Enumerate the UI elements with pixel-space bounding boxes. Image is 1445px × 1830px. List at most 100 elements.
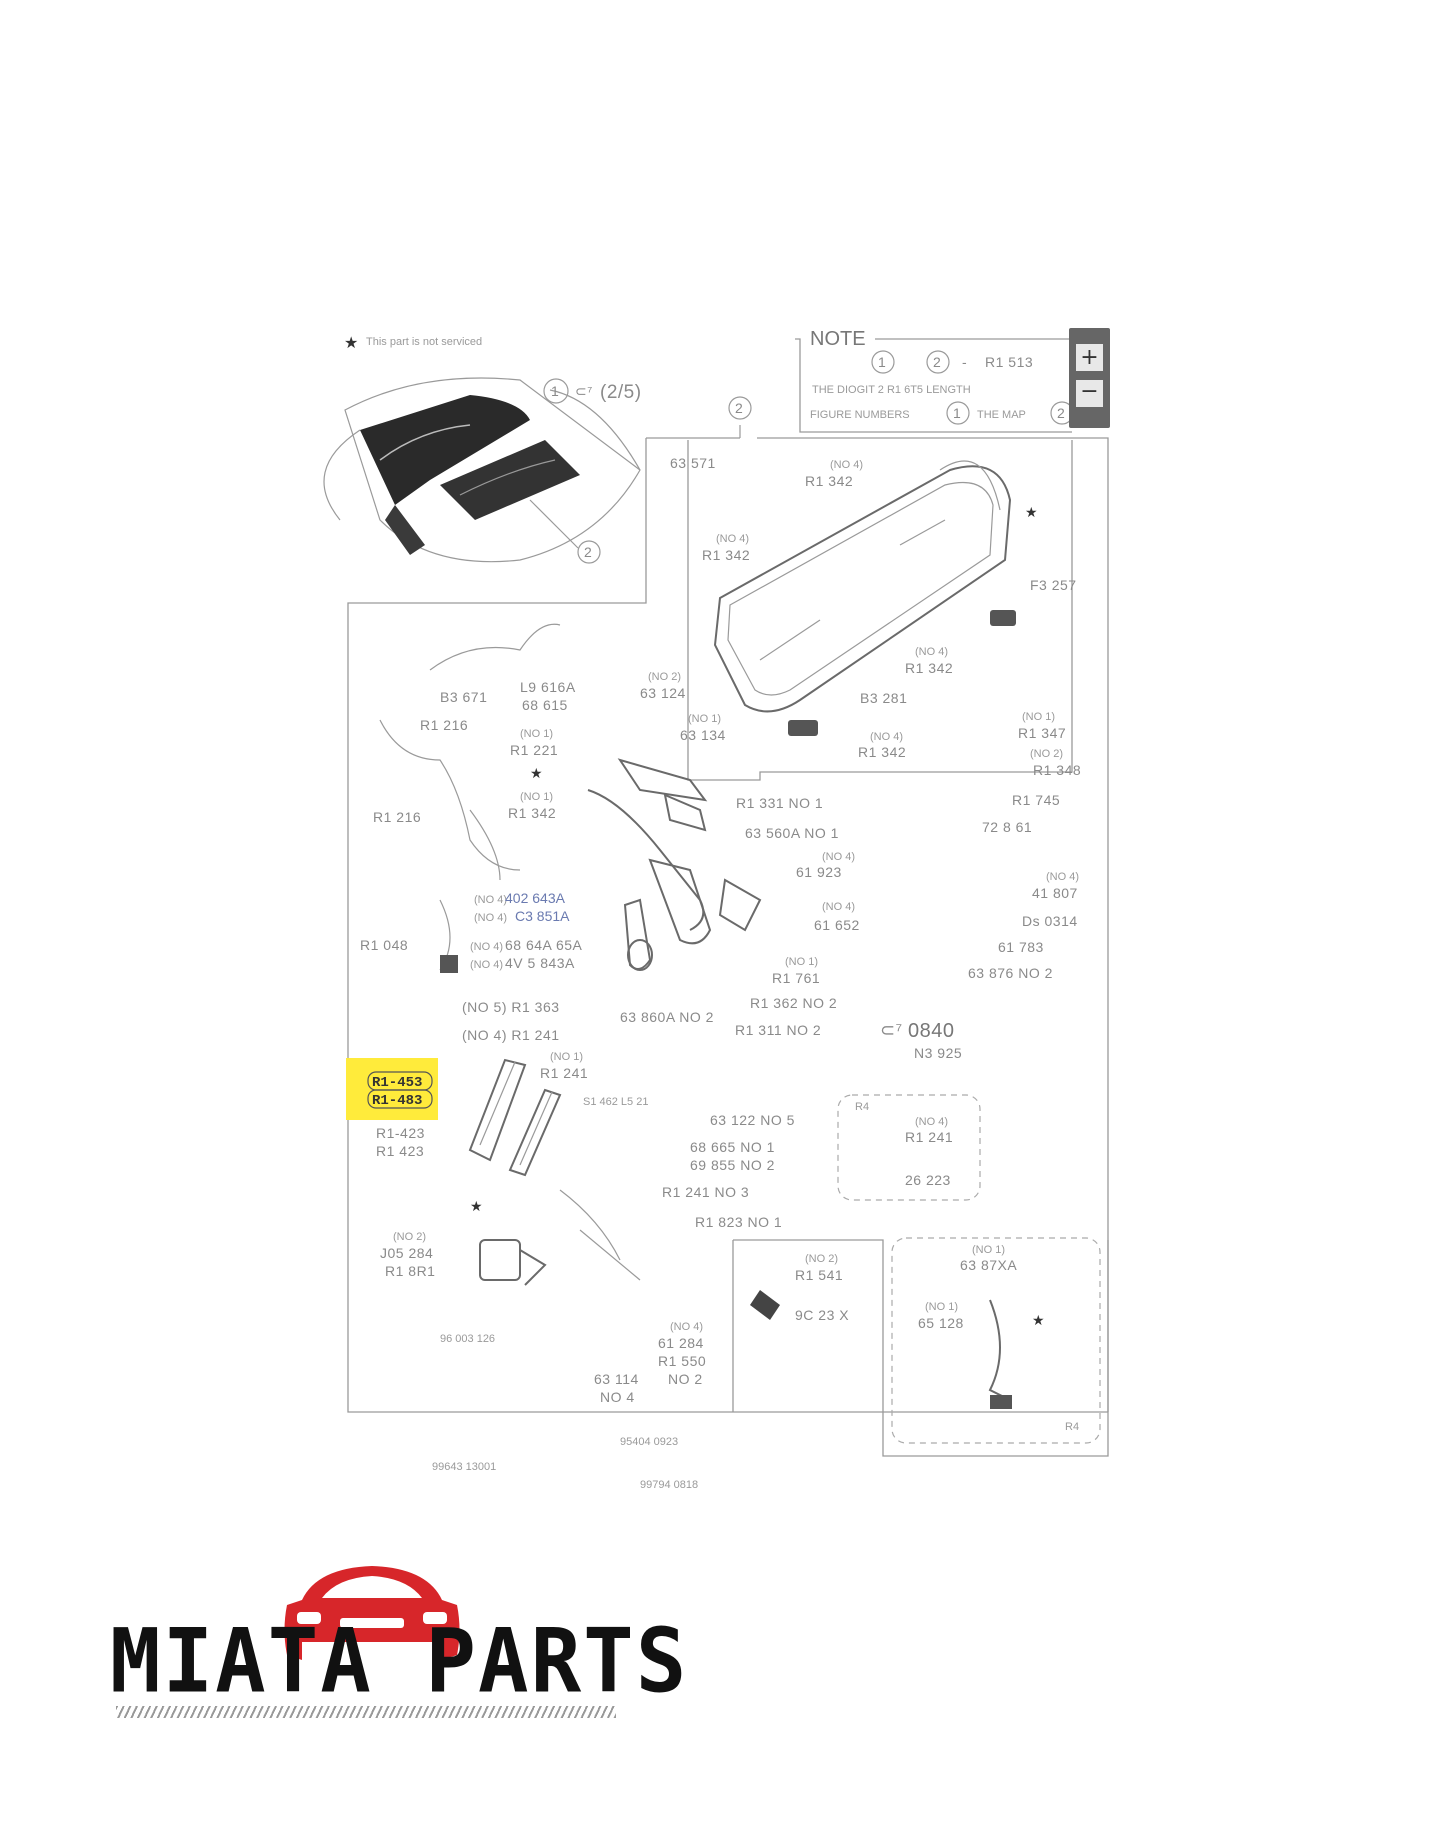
star-icon: ★ <box>530 766 543 782</box>
svg-text:(NO 4): (NO 4) <box>915 646 948 658</box>
svg-text:R4: R4 <box>1065 1421 1079 1433</box>
svg-text:(NO 1): (NO 1) <box>520 728 553 740</box>
highlight-box <box>346 1058 438 1120</box>
svg-text:(NO 4): (NO 4) <box>1046 871 1079 883</box>
svg-text:J05 284: J05 284 <box>380 1245 433 1261</box>
svg-text:FIGURE NUMBERS: FIGURE NUMBERS <box>810 409 910 421</box>
star-icon: ★ <box>1025 505 1038 521</box>
svg-text:99643 13001: 99643 13001 <box>432 1461 496 1473</box>
svg-text:N3 925: N3 925 <box>914 1045 962 1061</box>
svg-text:R1 342: R1 342 <box>805 473 853 489</box>
svg-text:96 003 126: 96 003 126 <box>440 1333 495 1345</box>
svg-text:(NO 2): (NO 2) <box>1030 748 1063 760</box>
svg-text:1: 1 <box>878 354 886 370</box>
svg-text:R1 823 NO 1: R1 823 NO 1 <box>695 1214 782 1230</box>
svg-text:(NO 4): (NO 4) <box>915 1116 948 1128</box>
svg-text:68 665 NO 1: 68 665 NO 1 <box>690 1139 775 1155</box>
svg-text:61 923: 61 923 <box>796 864 842 880</box>
svg-text:(2/5): (2/5) <box>600 382 642 403</box>
svg-text:THE DIOGIT 2 R1 6T5 LENGTH: THE DIOGIT 2 R1 6T5 LENGTH <box>812 384 971 396</box>
svg-text:63 876 NO 2: 63 876 NO 2 <box>968 965 1053 981</box>
svg-text:NO 2: NO 2 <box>668 1371 703 1387</box>
svg-text:B3 281: B3 281 <box>860 690 907 706</box>
brand-name: MIATA PARTS <box>110 1609 689 1713</box>
svg-text:26 223: 26 223 <box>905 1172 951 1188</box>
svg-text:(NO 2): (NO 2) <box>805 1253 838 1265</box>
svg-text:63 87XA: 63 87XA <box>960 1257 1017 1273</box>
svg-text:L9 616A: L9 616A <box>520 679 576 695</box>
svg-text:R1 342: R1 342 <box>858 744 906 760</box>
subassy-box-63874 <box>891 1237 1101 1444</box>
rear-window <box>713 460 1016 736</box>
svg-text:R1 216: R1 216 <box>420 717 468 733</box>
svg-text:(NO 4): (NO 4) <box>822 901 855 913</box>
svg-text:95404 0923: 95404 0923 <box>620 1436 678 1448</box>
svg-text:S1 462 L5 21: S1 462 L5 21 <box>583 1096 648 1108</box>
legend-text: This part is not serviced <box>366 336 482 348</box>
svg-text:63 124: 63 124 <box>640 685 686 701</box>
svg-text:4V 5 843A: 4V 5 843A <box>505 955 575 971</box>
svg-text:99794 0818: 99794 0818 <box>640 1479 698 1491</box>
svg-text:2: 2 <box>584 544 592 560</box>
part-number-r1453[interactable]: R1-453 <box>372 1075 422 1091</box>
svg-text:R1 331 NO 1: R1 331 NO 1 <box>736 795 823 811</box>
svg-text:2: 2 <box>933 354 941 370</box>
svg-text:R1 550: R1 550 <box>658 1353 706 1369</box>
svg-text:R1 241: R1 241 <box>905 1129 953 1145</box>
svg-text:(NO 1): (NO 1) <box>925 1301 958 1313</box>
svg-text:NO 4: NO 4 <box>600 1389 635 1405</box>
note-box: NOTE 1 2 - R1 513 THE DIOGIT 2 R1 6T5 LE… <box>795 328 1074 433</box>
svg-text:63 134: 63 134 <box>680 727 726 743</box>
svg-text:63 560A NO 1: 63 560A NO 1 <box>745 825 839 841</box>
car-logo-icon <box>284 1566 460 1660</box>
svg-text:Ds 0314: Ds 0314 <box>1022 913 1078 929</box>
inset-view: 1 ⊂⁷ (2/5) 2 <box>323 377 642 564</box>
note-title: NOTE <box>810 328 866 350</box>
svg-text:R1 342: R1 342 <box>702 547 750 563</box>
svg-text:41 807: 41 807 <box>1032 885 1078 901</box>
svg-text:(NO 4): (NO 4) <box>830 459 863 471</box>
svg-text:2: 2 <box>735 400 743 416</box>
svg-text:(NO 4): (NO 4) <box>670 1321 703 1333</box>
svg-text:0840: 0840 <box>908 1020 955 1042</box>
svg-text:402 643A: 402 643A <box>505 890 566 906</box>
svg-text:R1 347: R1 347 <box>1018 725 1066 741</box>
svg-text:(NO 2): (NO 2) <box>648 671 681 683</box>
svg-text:(NO 1): (NO 1) <box>550 1051 583 1063</box>
svg-text:R1 048: R1 048 <box>360 937 408 953</box>
motor-assembly <box>479 1189 1012 1409</box>
svg-text:(NO 4): (NO 4) <box>474 912 507 924</box>
svg-text:R1 342: R1 342 <box>508 805 556 821</box>
svg-text:R1 362 NO 2: R1 362 NO 2 <box>750 995 837 1011</box>
svg-text:1: 1 <box>551 383 559 399</box>
svg-text:C3 851A: C3 851A <box>515 908 570 924</box>
svg-text:R1 761: R1 761 <box>772 970 820 986</box>
svg-text:R1 745: R1 745 <box>1012 792 1060 808</box>
svg-text:68 64A 65A: 68 64A 65A <box>505 937 583 953</box>
svg-text:R1 216: R1 216 <box>373 809 421 825</box>
svg-text:(NO 1): (NO 1) <box>1022 711 1055 723</box>
svg-text:61 652: 61 652 <box>814 917 860 933</box>
brand-stripe <box>116 1706 616 1718</box>
svg-text:(NO 1): (NO 1) <box>972 1244 1005 1256</box>
svg-text:R1 8R1: R1 8R1 <box>385 1263 435 1279</box>
side-rail <box>468 1058 562 1177</box>
svg-text:(NO 4) R1 241: (NO 4) R1 241 <box>462 1027 560 1043</box>
svg-text:R4: R4 <box>855 1101 869 1113</box>
svg-text:63 860A NO 2: 63 860A NO 2 <box>620 1009 714 1025</box>
svg-text:9C 23 X: 9C 23 X <box>795 1307 849 1323</box>
svg-text:R1 513: R1 513 <box>985 354 1033 370</box>
main-frame: 2 <box>347 396 1109 1457</box>
zoom-in-button[interactable]: + <box>1076 344 1103 371</box>
zoom-out-button[interactable]: − <box>1076 380 1103 407</box>
svg-text:61 284: 61 284 <box>658 1335 704 1351</box>
svg-text:2: 2 <box>1057 405 1065 421</box>
svg-text:R1-423: R1-423 <box>376 1125 425 1141</box>
svg-text:(NO 4): (NO 4) <box>470 941 503 953</box>
svg-text:THE MAP: THE MAP <box>977 409 1026 421</box>
svg-text:R1 342: R1 342 <box>905 660 953 676</box>
part-number-r1483[interactable]: R1-483 <box>372 1093 422 1109</box>
svg-text:63 571: 63 571 <box>670 455 716 471</box>
subassy-box-r4 <box>837 1094 981 1201</box>
